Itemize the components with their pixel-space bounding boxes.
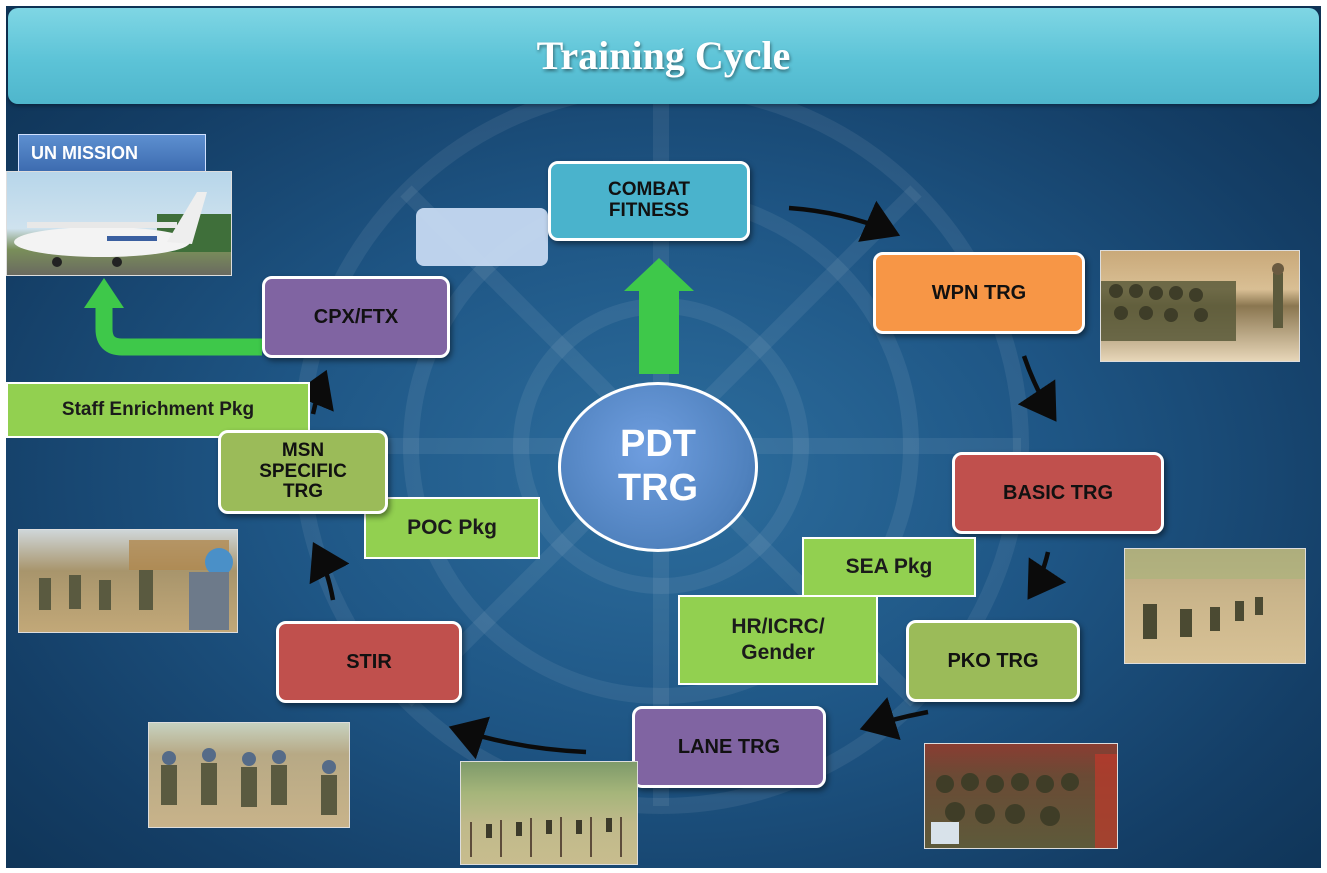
node-basic-trg: BASIC TRG — [952, 452, 1164, 534]
staff-pkg-label: Staff Enrichment Pkg — [61, 399, 255, 421]
weapon-training-photo — [1100, 250, 1300, 362]
package-hr-icrc-gender: HR/ICRC/Gender — [678, 595, 878, 685]
package-poc: POC Pkg — [364, 497, 540, 559]
cpx-ftx-label: CPX/FTX — [313, 306, 399, 328]
classroom-photo — [924, 743, 1118, 849]
node-wpn-trg: WPN TRG — [873, 252, 1085, 334]
basic-training-photo — [1124, 548, 1306, 664]
msn-specific-photo — [18, 529, 238, 633]
hr-line2: Gender — [741, 641, 815, 664]
un-mission-label: UN MISSION — [18, 134, 206, 172]
sea-pkg-label: SEA Pkg — [845, 554, 933, 578]
arrow-lane-to-stir — [448, 716, 587, 760]
arrow-stir-to-msn — [309, 542, 350, 601]
center-line1: PDT — [620, 423, 696, 466]
lane-training-photo — [460, 761, 638, 865]
msn-line2: SPECIFIC — [259, 460, 347, 482]
cycle-arrows — [84, 200, 1067, 760]
slide: Training Cycle UN MISSION — [6, 6, 1321, 868]
arrow-wpn-to-basic — [1017, 355, 1057, 422]
arrow-fitness-to-wpn — [788, 200, 901, 242]
slide-title: Training Cycle — [536, 33, 791, 78]
arrow-basic-to-pko — [1027, 551, 1067, 600]
combat-fitness-line2: FITNESS — [608, 200, 690, 221]
stir-label: STIR — [346, 651, 392, 673]
poc-pkg-label: POC Pkg — [407, 515, 497, 539]
green-arrowhead-to-mission — [84, 278, 124, 308]
arrow-pko-to-lane — [859, 697, 929, 741]
lane-trg-label: LANE TRG — [677, 736, 781, 758]
package-staff-enrichment: Staff Enrichment Pkg — [6, 382, 310, 438]
un-mission-text: UN MISSION — [31, 142, 139, 163]
node-stir: STIR — [276, 621, 462, 703]
stir-photo — [148, 722, 350, 828]
msn-line3: TRG — [282, 481, 324, 503]
package-sea: SEA Pkg — [802, 537, 976, 597]
aircraft-photo — [6, 171, 232, 276]
basic-trg-label: BASIC TRG — [1003, 482, 1113, 504]
green-arrow-pdt-to-fitness — [624, 258, 694, 374]
title-banner: Training Cycle — [8, 8, 1319, 104]
node-cpx-ftx: CPX/FTX — [262, 276, 450, 358]
pko-trg-label: PKO TRG — [947, 650, 1039, 672]
msn-line1: MSN — [281, 439, 325, 461]
node-lane-trg: LANE TRG — [632, 706, 826, 788]
node-pko-trg: PKO TRG — [906, 620, 1080, 702]
arrow-staff-to-cpx — [292, 369, 334, 415]
blank-box — [416, 208, 548, 266]
center-line2: TRG — [617, 467, 699, 509]
hr-line1: HR/ICRC/ — [731, 614, 825, 638]
green-arrow-cpx-to-mission — [95, 306, 262, 356]
wpn-trg-label: WPN TRG — [931, 282, 1027, 304]
combat-fitness-line1: COMBAT — [608, 179, 690, 201]
